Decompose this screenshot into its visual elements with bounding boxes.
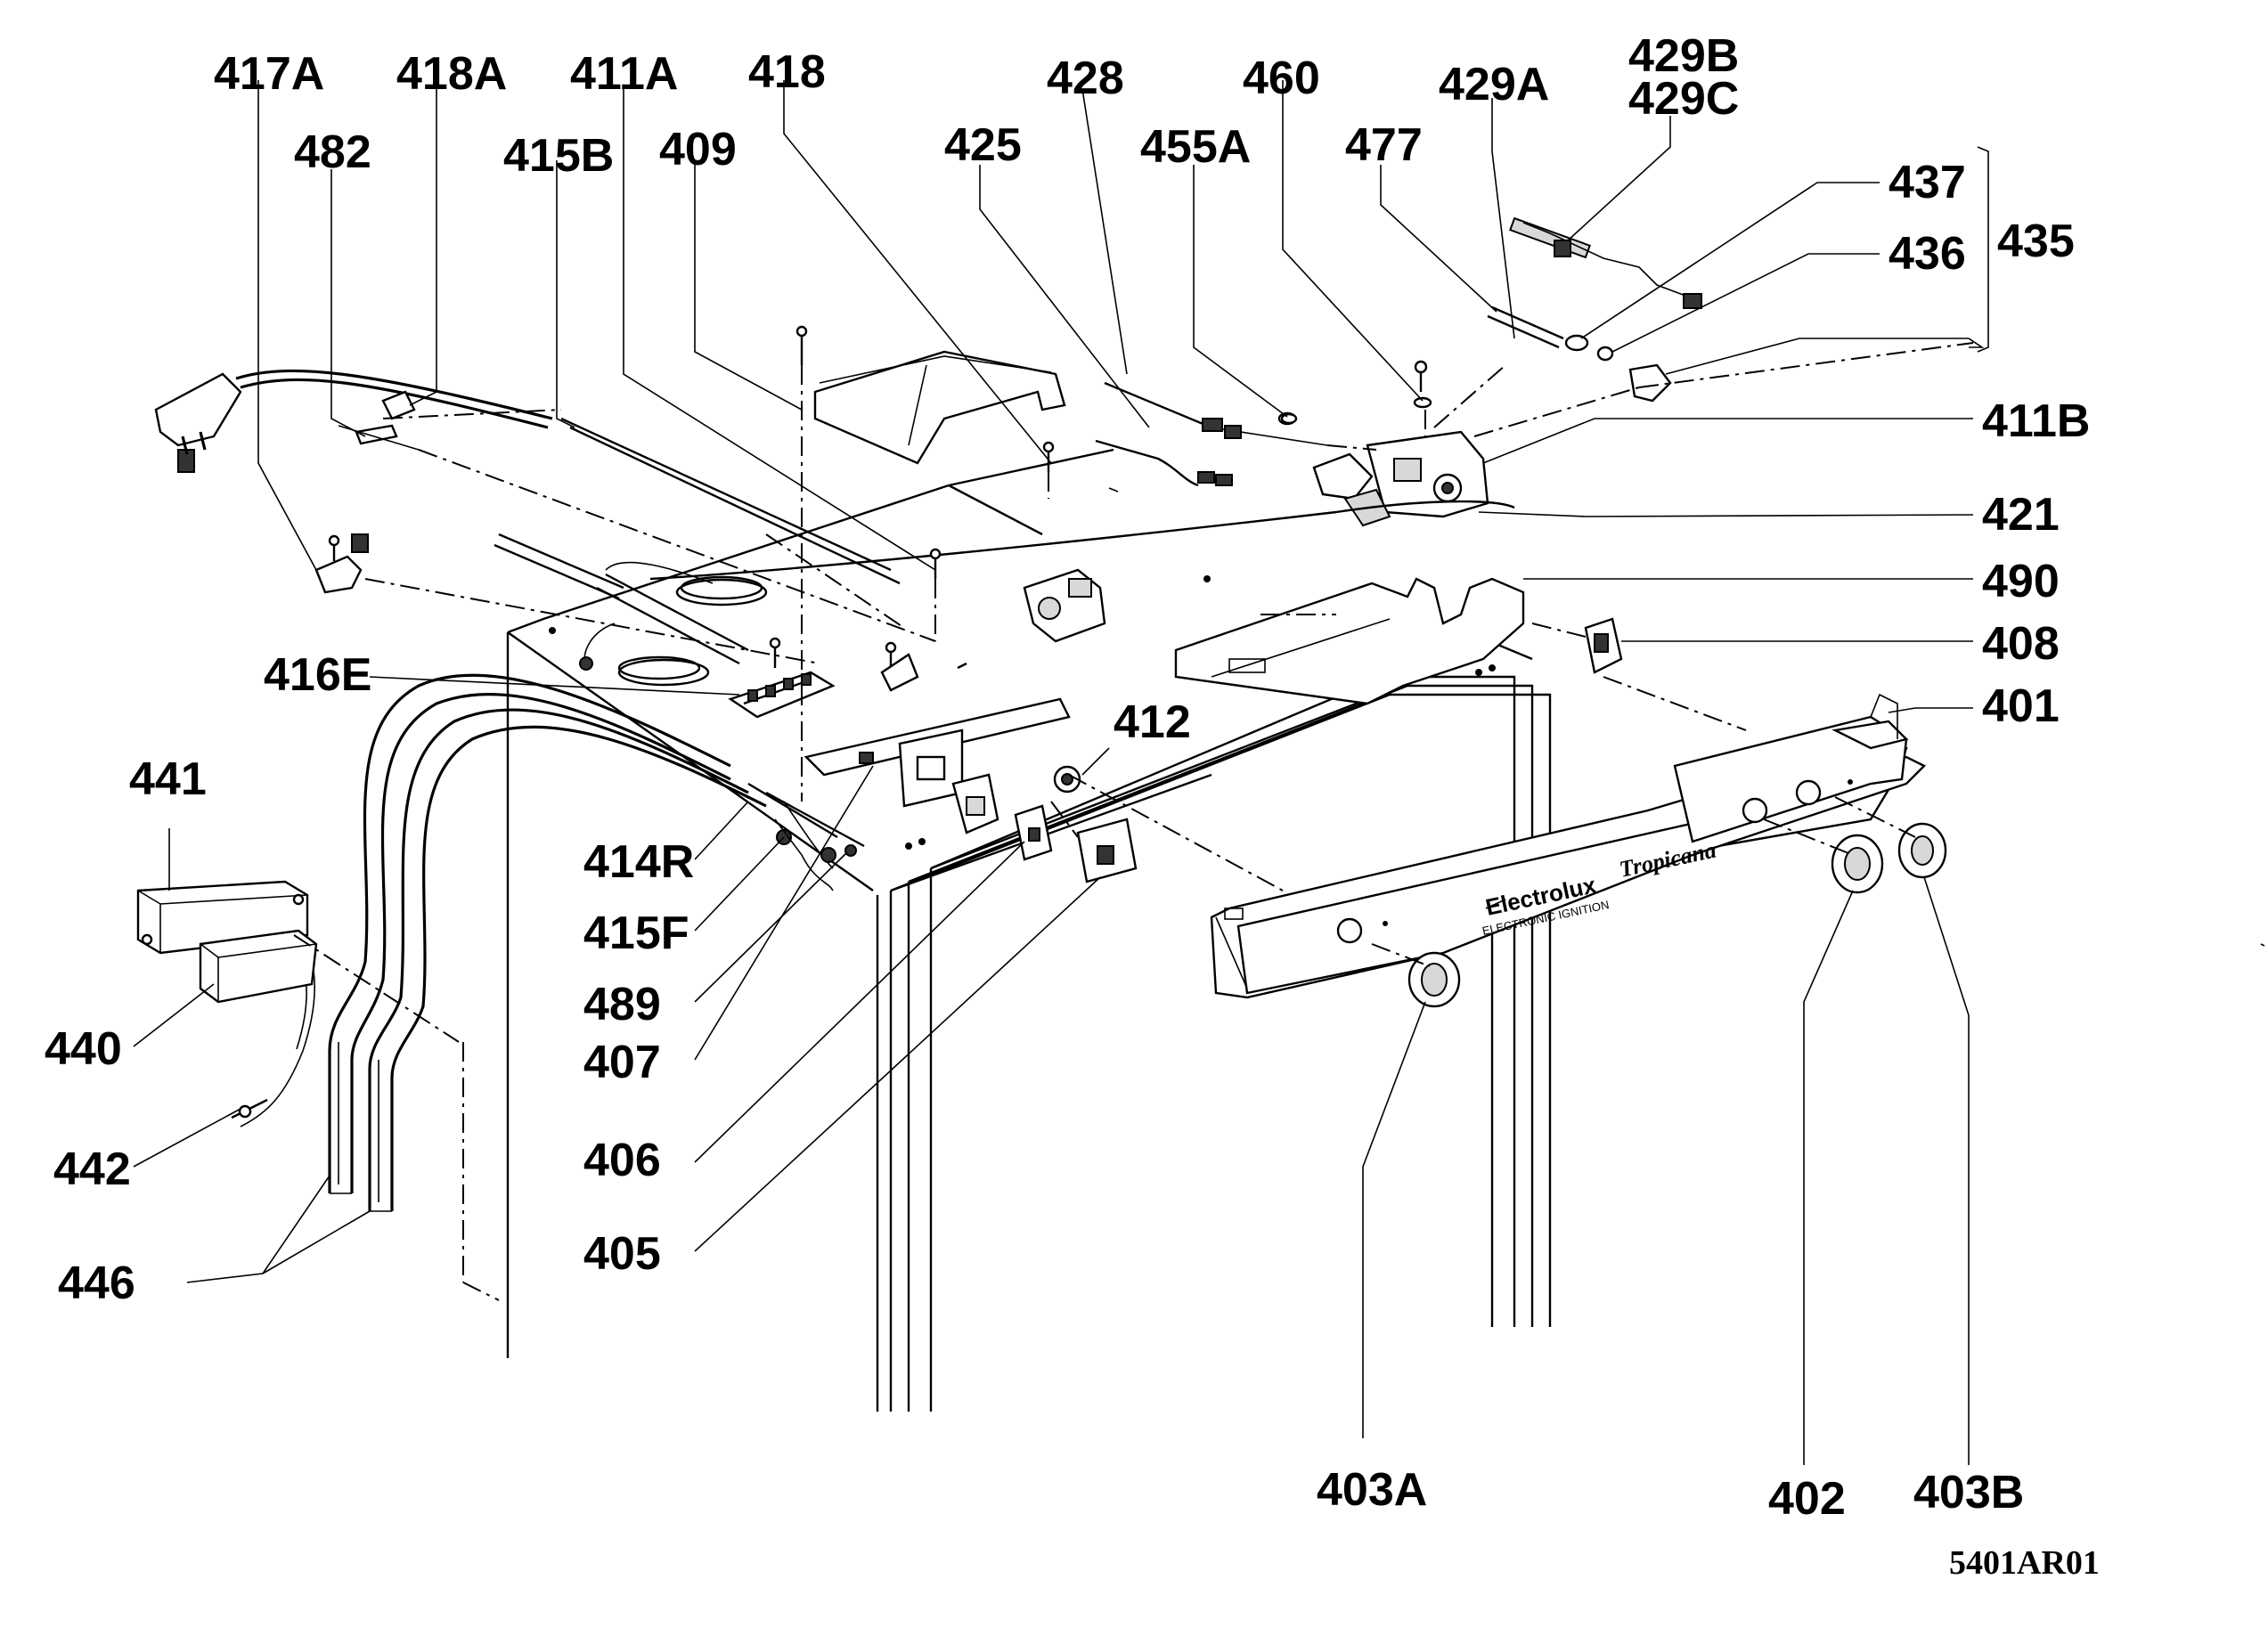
gas-valve-411B (1312, 430, 1489, 527)
label-425: 425 (944, 119, 1022, 171)
label-436: 436 (1889, 228, 1966, 280)
knob-403B (1897, 822, 1947, 879)
small-parts (136, 216, 1947, 1119)
label-411B: 411B (1982, 395, 2090, 447)
leader-lines (133, 80, 1989, 1465)
label-460: 460 (1243, 53, 1320, 104)
label-414R: 414R (583, 836, 694, 888)
label-440: 440 (45, 1023, 122, 1075)
label-403A: 403A (1317, 1464, 1427, 1516)
label-415F: 415F (583, 908, 689, 959)
label-489: 489 (583, 979, 661, 1030)
knob-403A (1407, 951, 1461, 1008)
label-429A: 429A (1439, 59, 1549, 110)
cabinet-frame (506, 448, 1552, 1412)
circuit-board (804, 697, 1071, 808)
label-412: 412 (1114, 696, 1191, 748)
label-428: 428 (1047, 53, 1124, 104)
label-416E: 416E (264, 649, 371, 701)
label-435: 435 (1997, 216, 2075, 267)
ignition-unit-440 (199, 929, 318, 1004)
label-429C: 429C (1628, 73, 1739, 125)
label-415B: 415B (503, 130, 614, 182)
explode-lines (293, 342, 1974, 1301)
callout-labels: 417A 418A 411A 418 482 415B 409 425 428 … (45, 30, 2100, 1582)
thermostat-418 (1023, 568, 1106, 643)
edge-mark (2260, 943, 2265, 947)
label-455A: 455A (1140, 121, 1251, 173)
label-401: 401 (1982, 680, 2060, 732)
control-panel-401: Electrolux ELECTRONIC IGNITION Tropicana (1210, 693, 1927, 999)
label-446: 446 (58, 1258, 135, 1309)
cover-409 (813, 350, 1066, 465)
label-418A: 418A (396, 48, 507, 100)
label-441: 441 (129, 753, 207, 805)
label-408: 408 (1982, 618, 2060, 670)
drawing-code: 5401AR01 (1949, 1544, 2100, 1582)
label-409: 409 (659, 124, 737, 175)
label-490: 490 (1982, 556, 2060, 607)
label-421: 421 (1982, 489, 2060, 541)
terminal-block-416E (728, 671, 836, 719)
bracket-plate-490 (1174, 577, 1525, 705)
knob-402 (1831, 834, 1884, 894)
label-442: 442 (53, 1144, 131, 1195)
label-411A: 411A (570, 48, 678, 100)
label-429B: 429B (1628, 30, 1739, 82)
label-403B: 403B (1913, 1467, 2024, 1518)
label-402: 402 (1768, 1473, 1846, 1525)
label-437: 437 (1889, 157, 1966, 208)
label-405: 405 (583, 1228, 661, 1280)
label-406: 406 (583, 1135, 661, 1186)
label-477: 477 (1345, 119, 1423, 171)
label-417A: 417A (214, 48, 324, 100)
label-407: 407 (583, 1037, 661, 1088)
screws (328, 325, 1428, 672)
label-482: 482 (294, 126, 371, 178)
label-418: 418 (748, 46, 826, 98)
